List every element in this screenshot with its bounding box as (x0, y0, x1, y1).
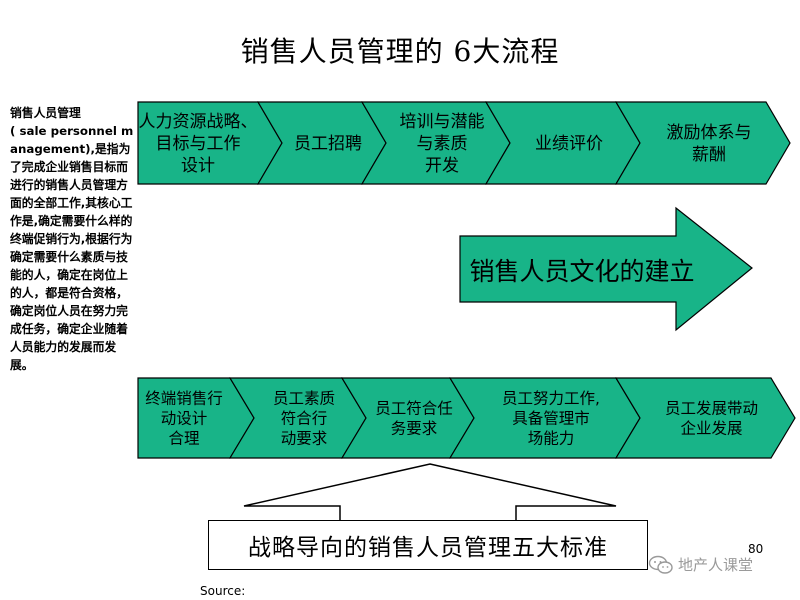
page-number: 80 (748, 542, 764, 556)
top-step-label-1-line-3: 设计 (181, 156, 215, 176)
bottom-step-label-4-line-3: 场能力 (528, 430, 575, 448)
standards-callout-arrow (243, 463, 617, 523)
bottom-step-label-3-line-2: 务要求 (391, 420, 438, 438)
top-step-label-3-line-3: 开发 (425, 156, 459, 176)
top-step-label-1-line-1: 人力资源战略、 (139, 112, 258, 132)
callout-arrow-shape (243, 463, 617, 523)
page-title: 销售人员管理的 6大流程 (240, 35, 560, 68)
top-step-label-2-line-1: 员工招聘 (294, 134, 362, 154)
bottom-step-label-4-line-1: 员工努力工作, (502, 390, 600, 408)
bottom-step-label-5-line-1: 员工发展带动 (665, 400, 758, 418)
source-label: Source: (200, 584, 246, 598)
standards-box: 战略导向的销售人员管理五大标准 (208, 520, 648, 570)
culture-arrow-shape (459, 206, 753, 332)
sidebar-description: 销售人员管理 ( sale personnel management),是指为了… (10, 106, 134, 372)
bottom-step-label-1-line-3: 合理 (168, 430, 199, 448)
bottom-step-label-1-line-2: 动设计 (161, 410, 208, 428)
top-step-label-4-line-1: 业绩评价 (535, 134, 603, 154)
bottom-step-label-4-line-2: 具备管理市 (512, 410, 590, 428)
bottom-step-label-5-line-2: 企业发展 (680, 420, 742, 438)
watermark: 地产人课堂 (648, 554, 753, 575)
top-step-label-5-line-1: 激励体系与 (667, 123, 752, 143)
top-step-label-3-line-2: 与素质 (417, 134, 468, 154)
bottom-step-label-1-line-1: 终端销售行 (145, 390, 223, 408)
top-step-chevron-5 (614, 101, 791, 185)
culture-arrow-label: 销售人员文化的建立 (469, 257, 694, 286)
top-step-label-1-line-2: 目标与工作 (156, 134, 241, 154)
culture-arrow: 销售人员文化的建立 (459, 206, 753, 332)
bottom-step-label-3-line-1: 员工符合任 (375, 400, 453, 418)
top-step-label-5-line-2: 薪酬 (692, 145, 726, 165)
bottom-step-label-2-line-2: 符合行 (281, 410, 328, 428)
bottom-step-label-2-line-1: 员工素质 (273, 390, 335, 408)
bottom-step-label-2-line-3: 动要求 (281, 430, 328, 448)
watermark-text: 地产人课堂 (678, 556, 754, 574)
top-step-label-3-line-1: 培训与潜能 (400, 112, 485, 132)
bottom-step-chevron-5 (614, 377, 796, 459)
wechat-icon (648, 555, 673, 574)
